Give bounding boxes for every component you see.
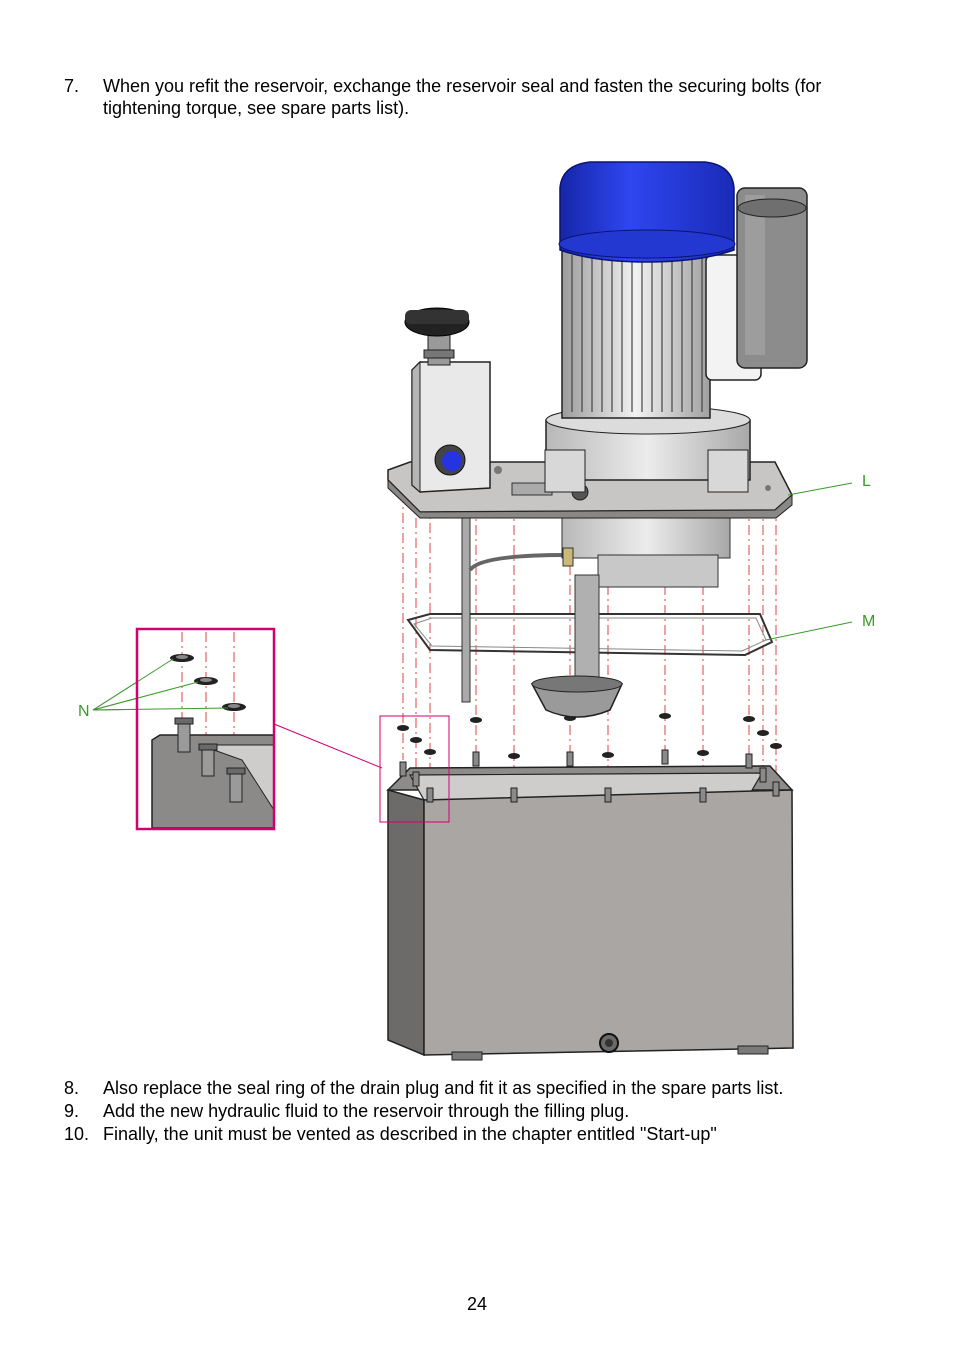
motor-fan-cover bbox=[558, 161, 736, 263]
seal-washers bbox=[397, 713, 782, 759]
page-number: 24 bbox=[466, 1294, 488, 1314]
callout-label-m: M bbox=[862, 613, 875, 630]
pump-assembly bbox=[461, 507, 731, 718]
capacitor-cylinder bbox=[736, 187, 808, 369]
step-text: Finally, the unit must be vented as desc… bbox=[103, 1124, 717, 1144]
step-text: Add the new hydraulic fluid to the reser… bbox=[103, 1101, 630, 1121]
studs bbox=[399, 749, 780, 803]
step-number: 7. bbox=[64, 76, 80, 96]
callout-label-l: L bbox=[862, 473, 871, 490]
detail-inset bbox=[92, 627, 276, 831]
motor-body bbox=[561, 247, 762, 419]
step-text: When you refit the reservoir, exchange t… bbox=[103, 76, 822, 118]
detail-connector bbox=[273, 715, 450, 823]
step-number: 10. bbox=[64, 1124, 90, 1144]
motor-flange bbox=[544, 405, 751, 493]
step-number: 9. bbox=[64, 1101, 80, 1121]
callout-label-n: N bbox=[78, 703, 90, 720]
reservoir-tank bbox=[386, 765, 794, 1061]
step-number: 8. bbox=[64, 1078, 80, 1098]
step-text: Also replace the seal ring of the drain … bbox=[103, 1078, 784, 1098]
valve-block bbox=[404, 307, 491, 494]
